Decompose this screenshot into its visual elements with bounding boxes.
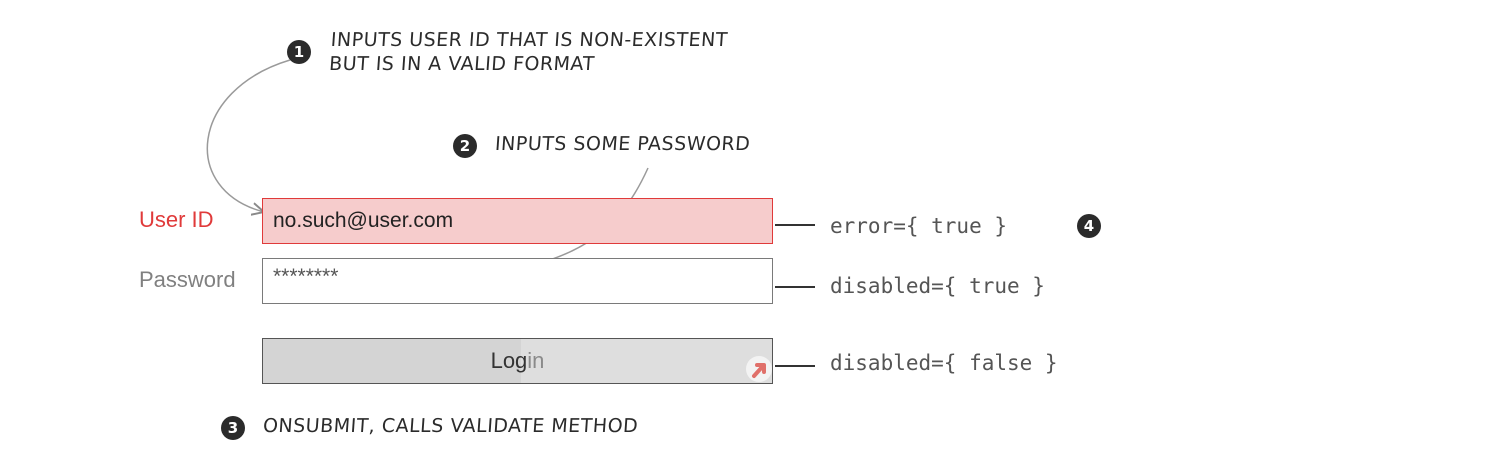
password-input[interactable]: ********	[262, 258, 773, 304]
password-label: Password	[139, 267, 236, 292]
annotation-3-badge: 3	[221, 416, 245, 440]
login-button-label: Login	[263, 339, 772, 383]
user-id-label: User ID	[139, 207, 214, 232]
annotation-2-text: Inputs some password	[494, 133, 752, 155]
annotation-1-text: Inputs user ID that is non-existent but …	[328, 28, 728, 76]
login-button[interactable]: Login	[262, 338, 773, 384]
annotation-4-badge: 4	[1077, 214, 1101, 238]
submit-prop: disabled={ false }	[830, 351, 1058, 375]
login-button-label-light: in	[527, 348, 545, 373]
login-button-label-dark: Log	[490, 348, 528, 373]
user-id-prop: error={ true }	[830, 214, 1008, 238]
annotation-1-line-1: Inputs user ID that is non-existent	[330, 29, 729, 51]
user-id-input[interactable]: no.such@user.com	[262, 198, 773, 244]
annotation-1-arrow	[206, 59, 291, 212]
pointer-cursor-icon	[746, 356, 772, 382]
login-button-pressed-shade	[263, 339, 521, 383]
annotation-1-badge: 1	[287, 40, 311, 64]
password-prop: disabled={ true }	[830, 274, 1045, 298]
annotation-1-line-2: but is in a valid format	[328, 53, 596, 75]
annotation-2-badge: 2	[453, 134, 477, 158]
annotation-3-text: onSubmit, calls validate method	[262, 415, 639, 437]
